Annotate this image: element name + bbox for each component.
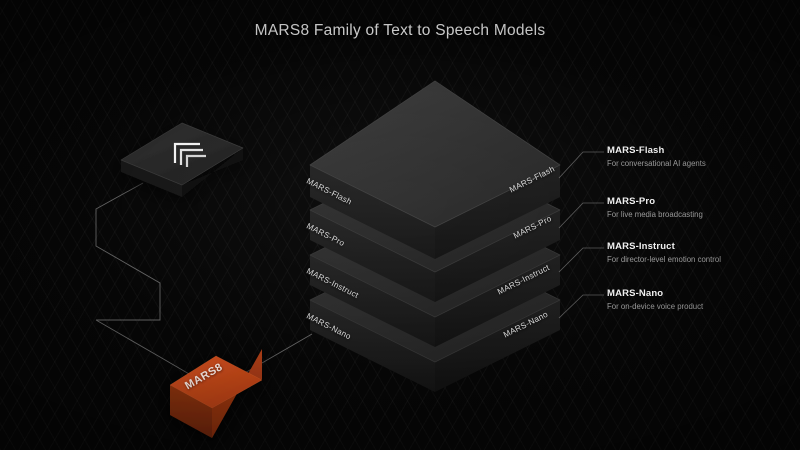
leader-line-nano — [558, 294, 604, 319]
callout-title: MARS-Nano — [607, 288, 664, 299]
callout-description: For conversational AI agents — [607, 159, 706, 168]
leader-line-instruct — [558, 247, 604, 273]
callout-mars-instruct: MARS-Instruct For director-level emotion… — [607, 241, 737, 265]
callout-description: For live media broadcasting — [607, 210, 703, 219]
callout-mars-flash: MARS-Flash For conversational AI agents — [607, 145, 737, 169]
leader-line-flash — [558, 151, 604, 179]
callout-mars-pro: MARS-Pro For live media broadcasting — [607, 196, 737, 220]
callout-title: MARS-Pro — [607, 196, 656, 207]
callout-description: For on-device voice product — [607, 302, 704, 311]
callout-title: MARS-Instruct — [607, 241, 675, 252]
leader-line-pro — [558, 202, 604, 229]
connector-zigzag-lower — [95, 319, 197, 379]
connector-lines — [95, 182, 313, 379]
connector-logo-to-source — [95, 182, 161, 321]
callout-leader-lines — [558, 151, 604, 319]
page-title: MARS8 Family of Text to Speech Models — [254, 22, 546, 39]
callout-description: For director-level emotion control — [607, 255, 721, 264]
callout-title: MARS-Flash — [607, 145, 665, 156]
callout-mars-nano: MARS-Nano For on-device voice product — [607, 288, 737, 312]
